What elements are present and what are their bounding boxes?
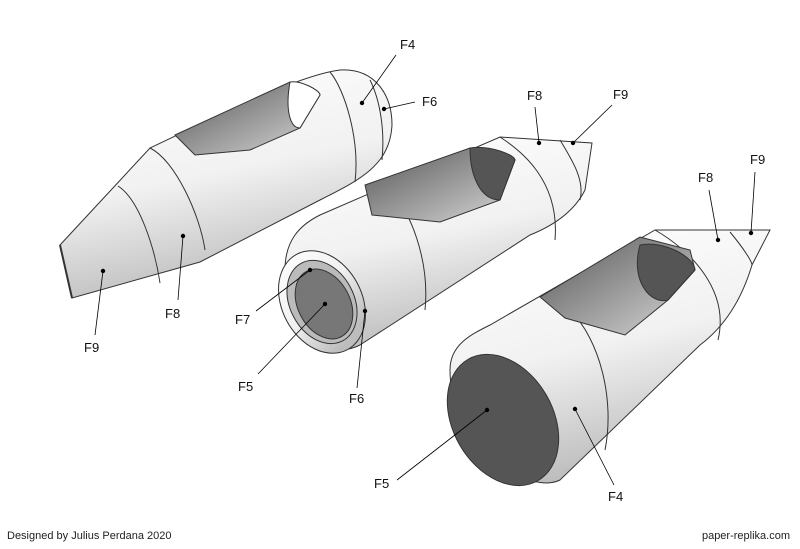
pod-2 — [278, 136, 593, 354]
label-pod1-f4: F4 — [400, 37, 416, 52]
label-pod1-f9: F9 — [84, 340, 100, 355]
label-pod1-f6: F6 — [422, 94, 438, 109]
label-pod3-f5: F5 — [374, 476, 390, 491]
label-pod2-f6: F6 — [349, 391, 365, 406]
label-pod3-f9: F9 — [750, 152, 766, 167]
label-pod3-f8: F8 — [698, 170, 714, 185]
label-pod1-f8: F8 — [165, 306, 181, 321]
label-pod2-f7: F7 — [235, 312, 251, 327]
designer-credit: Designed by Julius Perdana 2020 — [7, 530, 172, 542]
site-credit: paper-replika.com — [701, 530, 790, 542]
label-pod2-f9: F9 — [613, 87, 629, 102]
label-pod2-f8: F8 — [527, 88, 543, 103]
pod-3 — [446, 229, 771, 487]
label-pod3-f4: F4 — [608, 489, 624, 504]
label-pod2-f5: F5 — [238, 379, 254, 394]
leader-lines — [94, 54, 756, 486]
pod-1 — [59, 69, 393, 299]
